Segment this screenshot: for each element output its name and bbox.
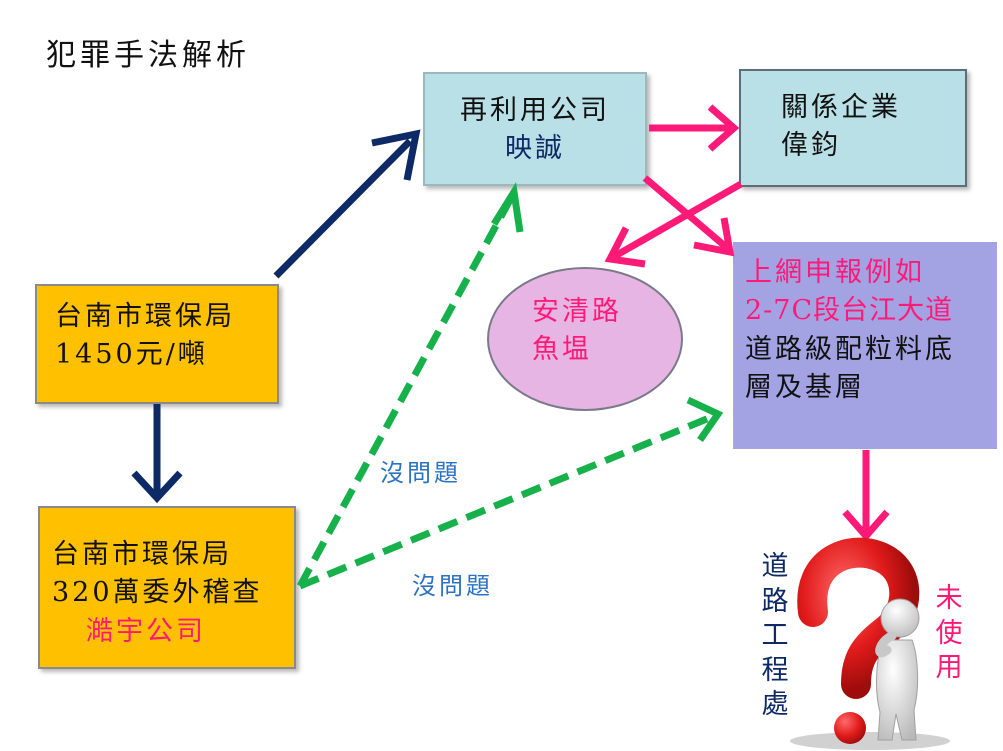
node-reuse-company-line1: 再利用公司 — [460, 95, 610, 126]
arrow-related-to-pond — [604, 180, 743, 268]
label-road-dept: 道路工程處 — [761, 551, 789, 721]
node-epa-fee-line2: 1450元/噸 — [55, 339, 208, 371]
node-epa-fee-line1: 台南市環保局 — [55, 301, 235, 332]
node-epa-audit: 台南市環保局 320萬委外稽查 澔宇公司 — [38, 506, 296, 669]
arrow-report-to-road — [842, 450, 890, 542]
arrow-reuse-to-related — [649, 104, 740, 152]
arrow-audit-to-report — [298, 396, 724, 590]
arrow-epa-to-reuse — [273, 129, 421, 279]
node-report-line4: 層及基層 — [745, 371, 865, 403]
node-related-company-line1: 關係企業 — [781, 92, 901, 123]
node-epa-audit-line1: 台南市環保局 — [52, 539, 232, 570]
node-report-line2: 2-7C段台江大道 — [745, 295, 954, 327]
arrow-epa-fee-to-audit — [131, 404, 183, 504]
node-related-company: 關係企業 偉鈞 — [739, 69, 967, 187]
node-fish-pond-shape — [487, 267, 683, 411]
label-unused: 未使用 — [935, 583, 963, 684]
arrow-audit-to-reuse — [296, 182, 524, 588]
node-reuse-company: 再利用公司 映誠 — [423, 72, 647, 186]
label-no-problem-1: 沒問題 — [380, 459, 461, 487]
node-report-line3: 道路級配粒料底 — [745, 333, 955, 365]
node-epa-audit-line3: 澔宇公司 — [86, 615, 206, 647]
label-no-problem-2: 沒問題 — [412, 572, 493, 600]
question-mark-figure-icon — [790, 537, 950, 750]
node-report: 上網申報例如 2-7C段台江大道 道路級配粒料底 層及基層 — [733, 242, 997, 449]
node-report-line1: 上網申報例如 — [745, 257, 925, 288]
node-fish-pond-line2: 魚塭 — [532, 334, 592, 365]
node-epa-audit-line2: 320萬委外稽查 — [52, 577, 263, 609]
node-reuse-company-line2: 映誠 — [505, 133, 565, 165]
page-title: 犯罪手法解析 — [46, 38, 250, 73]
node-epa-fee: 台南市環保局 1450元/噸 — [35, 284, 279, 404]
node-fish-pond-line1: 安清路 — [532, 296, 622, 327]
node-related-company-line2: 偉鈞 — [781, 130, 841, 162]
